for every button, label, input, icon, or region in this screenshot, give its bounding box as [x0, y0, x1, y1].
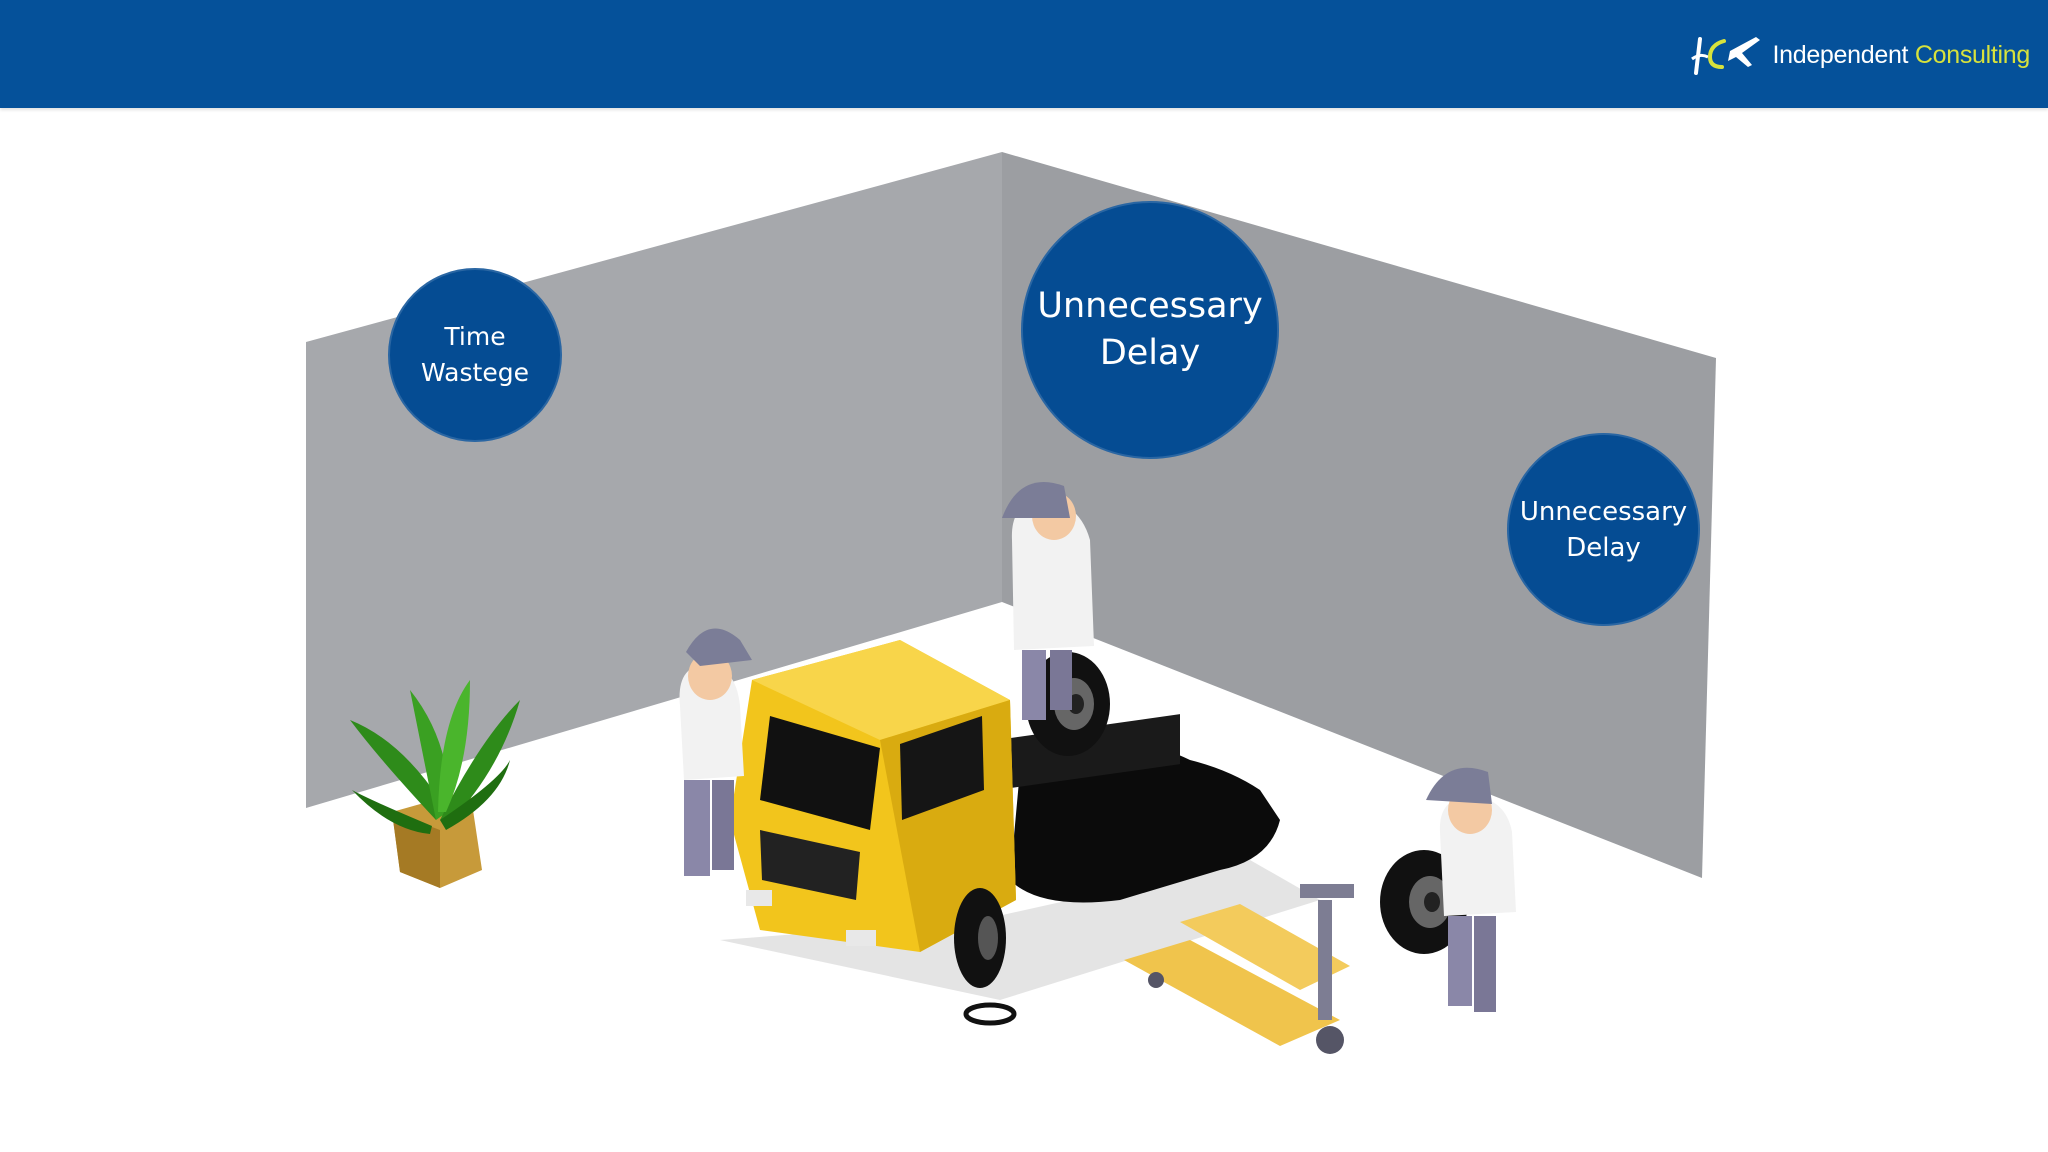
label-circle-unnecessary-delay-right: Unnecessary Delay	[1507, 433, 1700, 626]
washer	[963, 1002, 1017, 1026]
airplane-logo-icon	[1691, 37, 1761, 75]
worker-right	[1426, 767, 1516, 1012]
label-line-1: Unnecessary	[1037, 286, 1263, 326]
label-line-2: Delay	[1566, 532, 1641, 563]
label-circle-unnecessary-delay-center: Unnecessary Delay	[1021, 201, 1279, 459]
label-circle-time-wastage: Time Wastege	[388, 268, 562, 442]
header-bar: Independent Consulting	[0, 0, 2048, 108]
potted-plant	[350, 680, 520, 888]
truck-chassis	[1000, 714, 1280, 903]
pallet-jack	[1124, 884, 1354, 1054]
yellow-truck	[730, 640, 1016, 988]
brand-name: Independent Consulting	[1772, 41, 2030, 70]
worker-center	[1002, 482, 1094, 720]
label-line-2: Wastege	[421, 358, 529, 387]
label-line-2: Delay	[1099, 333, 1201, 373]
truck-shadow	[720, 860, 1320, 1000]
label-line-1: Unnecessary	[1519, 496, 1688, 527]
brand-name-part2: Consulting	[1914, 40, 2030, 69]
brand-logo[interactable]: Independent Consulting	[1690, 30, 2030, 80]
label-line-1: Time	[444, 322, 506, 351]
worker-left	[679, 628, 752, 876]
brand-name-part1: Independent	[1772, 40, 1909, 69]
